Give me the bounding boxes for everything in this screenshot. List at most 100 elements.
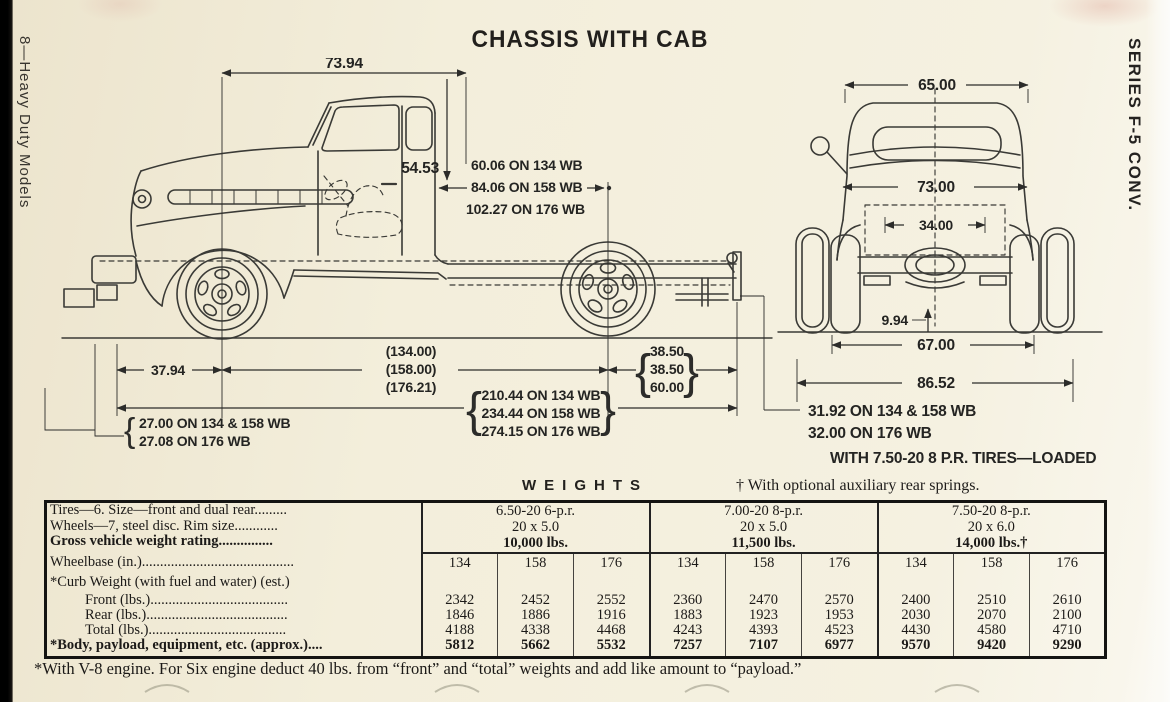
total-weight-row: Total (lbs.)............................… [46,622,1106,638]
spring-shackle [726,252,738,264]
front-bumper [91,255,137,284]
table-header-row: Tires—6. Size—front and dual rear.......… [46,501,1106,554]
headlight [132,189,152,209]
dim-label-67: 67.00 [917,337,955,354]
dim-label-2708: 27.08 ON 176 WB [139,433,250,449]
page-right-edge [1146,0,1170,702]
rear-value: 1923 [725,607,802,623]
dim-label-54-53: 54.53 [401,160,439,177]
dim-label-65: 65.00 [918,77,956,94]
wheelbase-value: 176 [801,552,878,575]
dim-label-73-94: 73.94 [325,58,363,72]
rear-view-dimensions: 65.00 73.00 34.00 9.94 67.00 86.52 31.92… [796,77,1097,467]
dim-label-6000: 60.00 [650,379,684,395]
dim-label-3200: 32.00 ON 176 WB [808,425,932,442]
payload-value: 7257 [648,638,726,658]
brace-right: } [683,346,699,399]
seat-back-hidden [345,185,385,217]
mirror [810,136,830,156]
empty-cell [876,574,954,593]
dim-label-994: 9.94 [882,312,909,328]
fender-to-board [283,269,295,299]
group-1-rim: 20 x 5.0 [511,519,560,536]
spec-gvw-label: Gross vehicle weight rating.............… [50,533,273,550]
tire-inner-left [830,234,861,334]
curb-weight-row: *Curb Weight (with fuel and water) (est.… [46,574,1106,593]
front-value: 2570 [801,592,878,608]
empty-cell [725,574,802,593]
tire-inner-right [1009,234,1040,334]
wheelbase-value: 176 [1029,552,1106,575]
frame-end-plate [732,251,742,301]
wheelbase-value: 158 [497,552,574,575]
quarter-window [405,106,433,151]
wheelbase-label: Wheelbase (in.).........................… [50,553,295,570]
tire-group-3: 7.50-20 8-p.r. 20 x 6.0 14,000 lbs.† [876,501,1106,554]
front-label: Front (lbs.)............................… [85,592,288,608]
rear-window [872,126,1002,161]
headlight-center [137,194,147,204]
payload-value: 9290 [1029,638,1106,658]
spring-seat-right [979,275,1007,286]
dim-label-27415: 274.15 ON 176 WB [482,423,601,439]
total-value: 4580 [953,622,1030,638]
group-3-gvw: 14,000 lbs.† [955,535,1028,552]
dim-label-8652: 86.52 [917,375,955,392]
spring-seat-left [863,275,891,286]
wheelbase-value: 158 [953,552,1030,575]
left-margin-label: 8—Heavy Duty Models [16,36,33,209]
dim-dot [606,185,612,191]
payload-value: 7107 [725,638,802,658]
dim-label-wb-176: (176.21) [386,379,437,395]
group-3-rim: 20 x 6.0 [967,519,1015,536]
dim-label-34: 34.00 [919,217,953,233]
empty-cell [953,574,1030,593]
payload-row: *Body, payload, equipment, etc. (approx.… [46,638,1106,658]
dim-label-23444: 234.44 ON 158 WB [482,405,601,421]
dim-label-102-27: 102.27 ON 176 WB [466,201,585,217]
tire-outer-left-inner [801,233,824,328]
steering-wheel-hidden [324,179,348,201]
front-value: 2470 [725,592,802,608]
front-value: 2452 [497,592,574,608]
payload-value: 6977 [801,638,878,658]
rear-label: Rear (lbs.).............................… [85,607,288,623]
wheelbase-value: 158 [725,552,802,575]
weights-heading: WEIGHTS [522,477,648,494]
group-3-tire: 7.50-20 8-p.r. [951,503,1031,519]
empty-cell [801,574,878,593]
wheelbase-value: 134 [876,552,954,575]
hidden-frame-box [864,204,1006,256]
dim-label-21044: 210.44 ON 134 WB [482,387,601,403]
front-value: 2510 [953,592,1030,608]
group-2-rim: 20 x 5.0 [739,519,788,536]
chassis-diagram: 73.94 54.53 60.06 ON 134 WB 84.06 ON 158… [44,58,1103,467]
total-value: 4393 [725,622,802,638]
seat-cushion-hidden [335,211,403,238]
rear-fenders [836,224,1034,261]
dim-label-73: 73.00 [917,179,955,196]
dim-label-wb-134: (134.00) [386,343,437,359]
spec-wheels-label: Wheels—7, steel disc. Rim size..........… [50,517,278,534]
dim-label-84-06: 84.06 ON 158 WB [471,179,582,195]
cab-sill [434,254,449,265]
front-value: 2400 [876,592,954,608]
payload-value: 9570 [876,638,954,658]
rear-value: 1916 [572,607,650,623]
payload-value: 5812 [420,638,498,658]
front-value: 2610 [1029,592,1106,608]
mirror-arm [826,151,848,175]
side-view-truck-drawing [61,95,773,340]
page-curl-marks [144,684,980,693]
hood-trim-ticks [189,189,323,205]
dim-label-3192: 31.92 ON 134 & 158 WB [808,403,976,420]
total-value: 4523 [801,622,878,638]
rear-value: 1953 [801,607,878,623]
total-label: Total (lbs.)............................… [85,622,287,638]
total-value: 4243 [648,622,726,638]
empty-cell [1029,574,1106,593]
hood-top [140,146,309,172]
front-weight-row: Front (lbs.)............................… [46,592,1106,608]
rear-value: 2100 [1029,607,1106,623]
empty-cell [648,574,726,593]
